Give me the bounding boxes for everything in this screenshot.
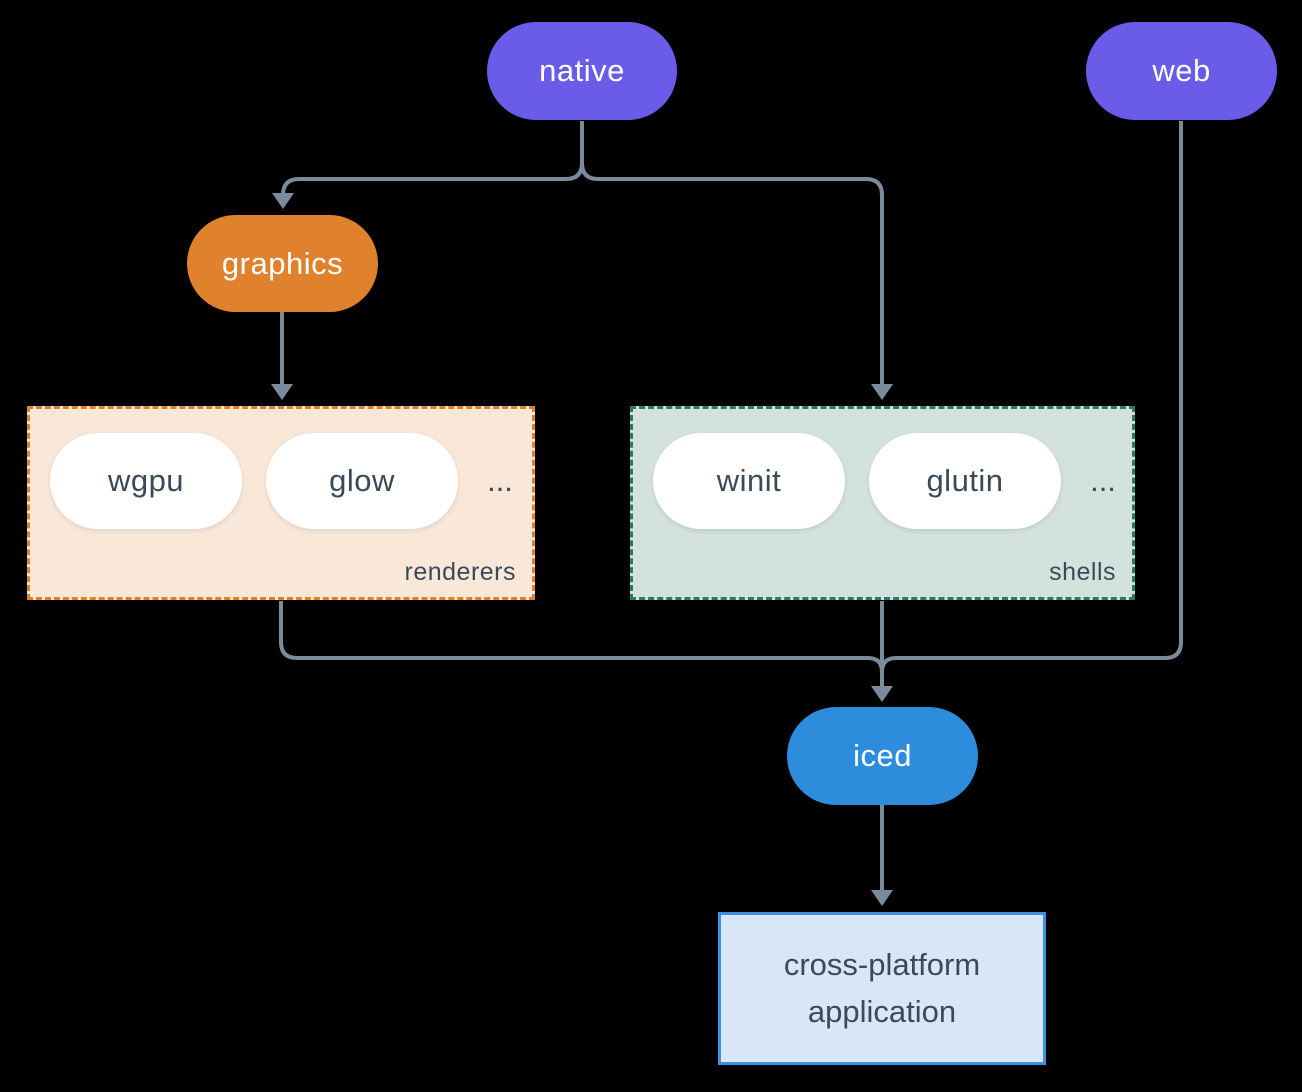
node-graphics-label: graphics [221, 245, 344, 281]
renderers-ellipsis: ... [487, 463, 513, 498]
node-wgpu: wgpu [50, 433, 242, 529]
node-glow-label: glow [329, 463, 395, 498]
group-renderers: wgpu glow ... renderers [27, 406, 535, 600]
renderers-group-label: renderers [404, 558, 516, 586]
arrowhead-application [871, 890, 893, 906]
node-native: native [487, 22, 677, 120]
node-application-label: cross-platform application [783, 947, 981, 1029]
node-cross-platform-application: cross-platform application [718, 912, 1046, 1065]
edge-renderers-iced [279, 601, 884, 673]
node-winit: winit [653, 433, 845, 529]
node-iced: iced [787, 707, 978, 805]
node-web-label: web [1152, 53, 1211, 88]
node-graphics: graphics [187, 215, 378, 312]
edge-native-graphics [281, 121, 584, 196]
node-glutin: glutin [869, 433, 1061, 529]
node-winit-label: winit [716, 463, 782, 498]
node-glow: glow [266, 433, 458, 529]
node-iced-label: iced [853, 738, 912, 773]
node-wgpu-label: wgpu [107, 463, 185, 498]
arrowhead-shells [871, 384, 893, 400]
arrowhead-iced [871, 686, 893, 702]
shells-group-label: shells [1049, 558, 1116, 586]
node-web: web [1086, 22, 1277, 120]
group-shells: winit glutin ... shells [630, 406, 1135, 600]
node-native-label: native [539, 53, 625, 88]
shells-ellipsis: ... [1090, 463, 1116, 498]
edge-native-shells [580, 121, 884, 386]
arrowhead-graphics [272, 193, 294, 209]
node-glutin-label: glutin [926, 463, 1004, 498]
arrowhead-renderers [271, 384, 293, 400]
